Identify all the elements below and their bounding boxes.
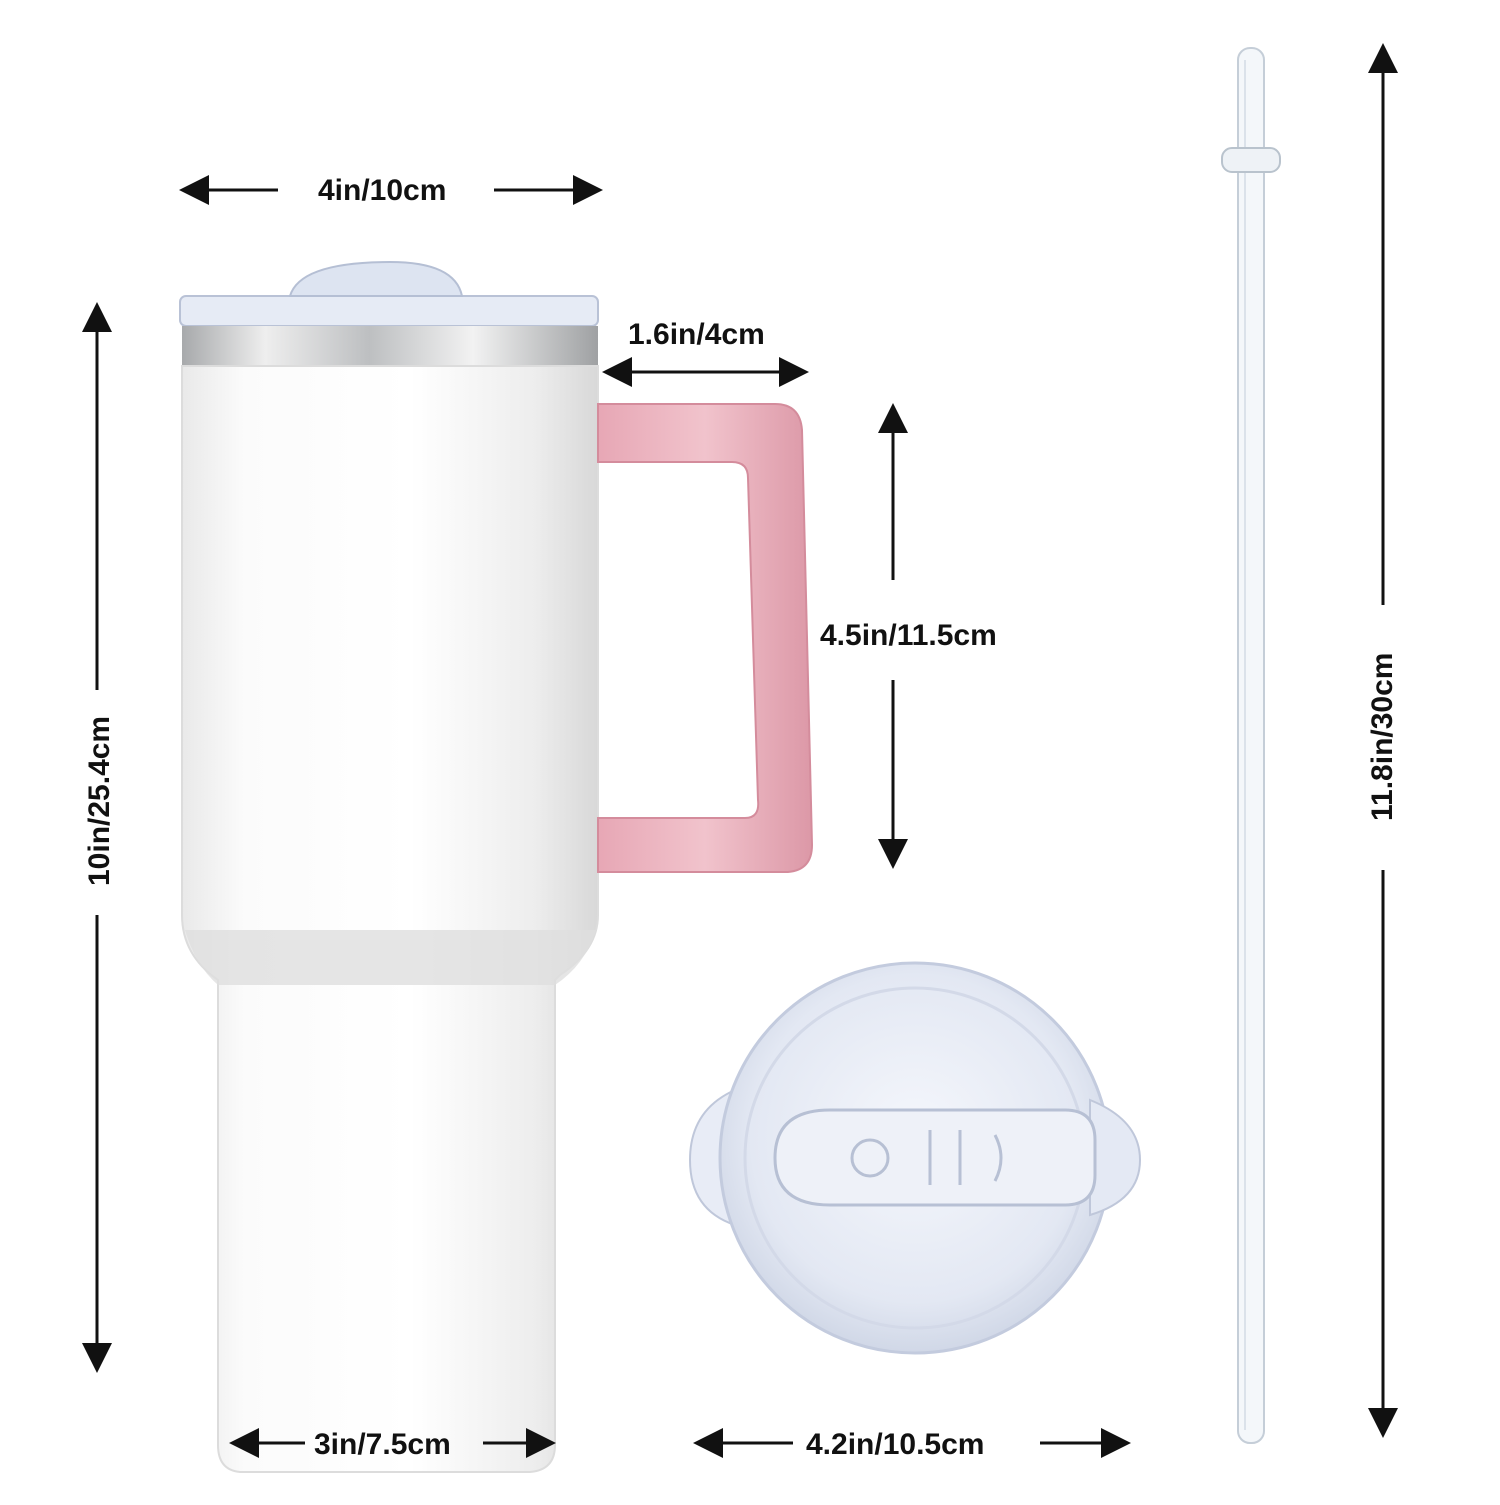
top-width-label: 4in/10cm [318, 174, 447, 207]
tumbler-icon [179, 260, 814, 1473]
lid-width-label: 4.2in/10.5cm [806, 1428, 985, 1461]
handle-depth-label: 1.6in/4cm [628, 318, 765, 351]
dimension-arrow-icon [82, 43, 1398, 1458]
tumbler-height-label: 10in/25.4cm [83, 715, 116, 886]
base-width-label: 3in/7.5cm [314, 1428, 451, 1461]
handle-height-label: 4.5in/11.5cm [820, 619, 997, 652]
straw-length-label: 11.8in/30cm [1366, 652, 1399, 821]
lid-icon [688, 961, 1142, 1355]
straw-icon [1221, 47, 1281, 1444]
